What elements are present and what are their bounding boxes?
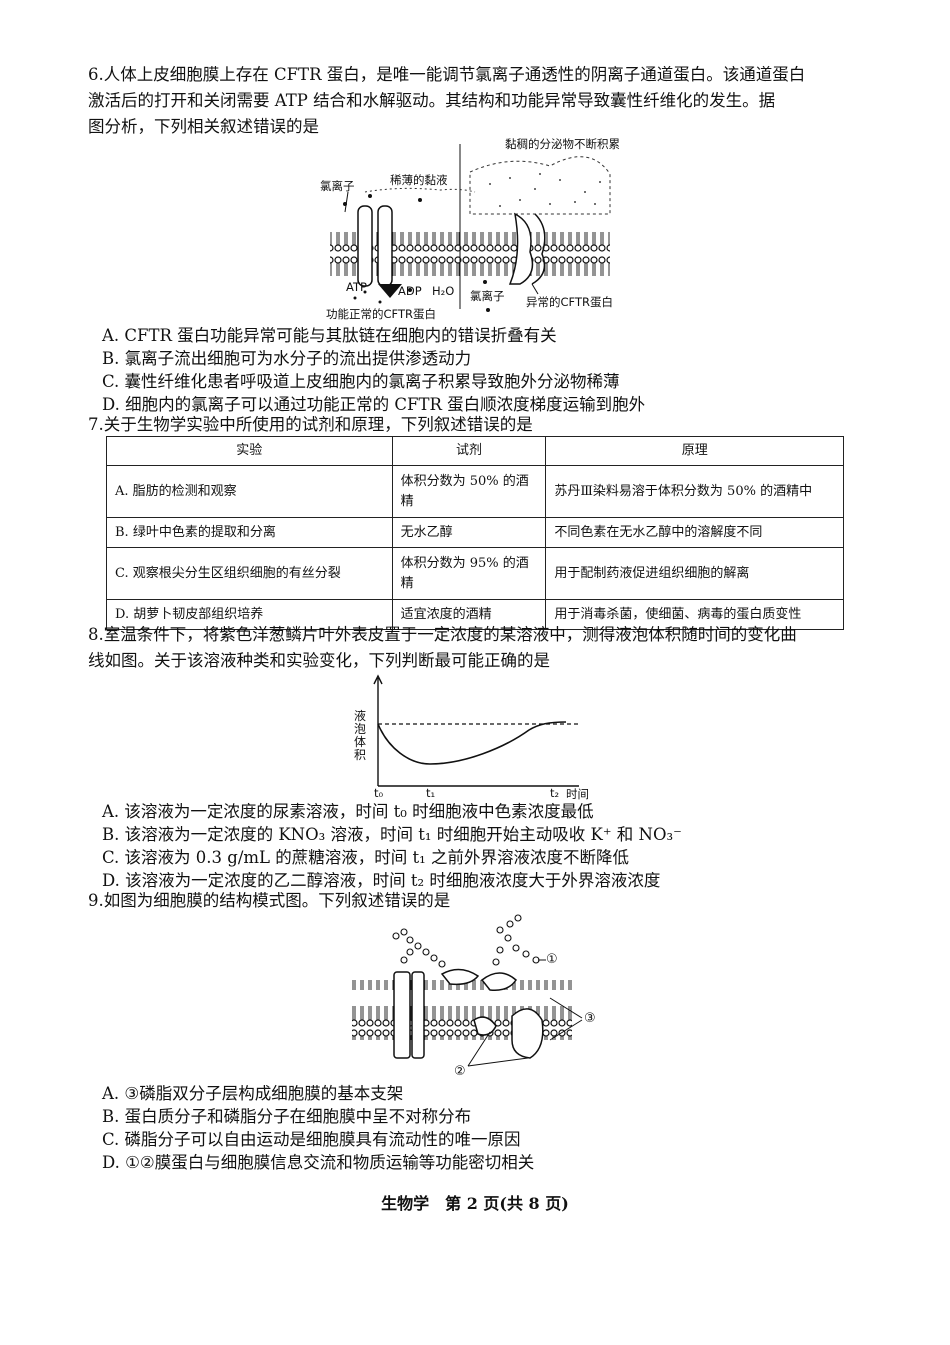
vacuole-volume-chart (373, 674, 579, 787)
label-chloride-top: 氯离子 (320, 179, 355, 193)
q6-figure: 黏稠的分泌物不断积累 稀薄的黏液 氯离子 ATP ADP H₂O 氯离子 功能正… (310, 134, 650, 324)
chart-xlabel: 时间 (566, 787, 589, 801)
table-row[interactable]: B. 绿叶中色素的提取和分离 无水乙醇 不同色素在无水乙醇中的溶解度不同 (106, 517, 844, 548)
q9-figure: ① ③ ② (350, 908, 610, 1082)
table-header-row: 实验 试剂 原理 (106, 436, 844, 466)
q8-option-c[interactable]: C. 该溶液为 0.3 g/mL 的蔗糖溶液，时间 t₁ 之前外界溶液浓度不断降… (102, 848, 629, 867)
marker-2: ② (454, 1064, 466, 1079)
q6-option-c[interactable]: C. 囊性纤维化患者呼吸道上皮细胞内的氯离子积累导致胞外分泌物稀薄 (102, 372, 620, 391)
tick-t1: t₁ (426, 786, 436, 800)
page-footer: 生物学 第 2 页(共 8 页) (381, 1194, 569, 1213)
cell-experiment: A. 脂肪的检测和观察 (106, 465, 393, 518)
volume-curve (377, 721, 567, 765)
q6-option-d[interactable]: D. 细胞内的氯离子可以通过功能正常的 CFTR 蛋白顺浓度梯度运输到胞外 (102, 395, 646, 414)
label-atp: ATP (346, 280, 367, 294)
cell-experiment: B. 绿叶中色素的提取和分离 (106, 517, 393, 548)
label-viscous-secretion: 黏稠的分泌物不断积累 (505, 137, 620, 151)
label-normal-cftr: 功能正常的CFTR蛋白 (326, 307, 436, 321)
cftr-diagram (330, 144, 611, 312)
cell-reagent: 体积分数为 50% 的酒精 (391, 465, 547, 518)
cell-reagent: 体积分数为 95% 的酒精 (391, 547, 547, 600)
q8-chart: 液泡体积 t₀ t₁ t₂ 时间 (354, 668, 614, 801)
cell-membrane-diagram (352, 914, 583, 1067)
q9-stem: 9.如图为细胞膜的结构模式图。下列叙述错误的是 (88, 891, 451, 910)
q9-option-c[interactable]: C. 磷脂分子可以自由运动是细胞膜具有流动性的唯一原因 (102, 1130, 521, 1149)
q9-option-a[interactable]: A. ③磷脂双分子层构成细胞膜的基本支架 (102, 1084, 404, 1103)
label-abnormal-cftr: 异常的CFTR蛋白 (526, 295, 613, 309)
cell-principle: 苏丹Ⅲ染料易溶于体积分数为 50% 的酒精中 (545, 465, 844, 518)
cell-experiment: C. 观察根尖分生区组织细胞的有丝分裂 (106, 547, 393, 600)
q6-option-b[interactable]: B. 氯离子流出细胞可为水分子的流出提供渗透动力 (102, 349, 472, 368)
chart-ylabel: 液泡体积 (354, 709, 367, 762)
label-thin-mucus: 稀薄的黏液 (390, 173, 448, 187)
header-reagent: 试剂 (391, 436, 547, 466)
cell-principle: 用于消毒杀菌，使细菌、病毒的蛋白质变性 (545, 599, 844, 630)
cell-reagent: 适宜浓度的酒精 (391, 599, 547, 630)
q6-stem-line1: 6.人体上皮细胞膜上存在 CFTR 蛋白，是唯一能调节氯离子通透性的阴离子通道蛋… (88, 65, 806, 84)
q8-option-b[interactable]: B. 该溶液为一定浓度的 KNO₃ 溶液，时间 t₁ 时细胞开始主动吸收 K⁺ … (102, 825, 682, 844)
header-principle: 原理 (545, 436, 844, 466)
q9-option-d[interactable]: D. ①②膜蛋白与细胞膜信息交流和物质运输等功能密切相关 (102, 1153, 535, 1172)
header-experiment: 实验 (106, 436, 393, 466)
table-row[interactable]: D. 胡萝卜韧皮部组织培养 适宜浓度的酒精 用于消毒杀菌，使细菌、病毒的蛋白质变… (106, 599, 844, 630)
marker-1: ① (546, 952, 558, 967)
q8-stem-line1: 8.室温条件下，将紫色洋葱鳞片叶外表皮置于一定浓度的某溶液中，测得液泡体积随时间… (88, 625, 797, 644)
q7-table: 实验 试剂 原理 A. 脂肪的检测和观察 体积分数为 50% 的酒精 苏丹Ⅲ染料… (106, 436, 844, 630)
q8-stem-line2: 线如图。关于该溶液种类和实验变化，下列判断最可能正确的是 (88, 651, 550, 670)
label-adp: ADP (398, 284, 422, 298)
cell-experiment: D. 胡萝卜韧皮部组织培养 (106, 599, 393, 630)
label-h2o: H₂O (432, 284, 455, 298)
table-row[interactable]: A. 脂肪的检测和观察 体积分数为 50% 的酒精 苏丹Ⅲ染料易溶于体积分数为 … (106, 465, 844, 518)
q7-stem: 7.关于生物学实验中所使用的试剂和原理，下列叙述错误的是 (88, 415, 533, 434)
q8-option-a[interactable]: A. 该溶液为一定浓度的尿素溶液，时间 t₀ 时细胞液中色素浓度最低 (102, 802, 594, 821)
q6-stem-line3: 图分析，下列相关叙述错误的是 (88, 117, 319, 136)
tick-t0: t₀ (374, 786, 384, 800)
cell-reagent: 无水乙醇 (391, 517, 547, 548)
cell-principle: 用于配制药液促进组织细胞的解离 (545, 547, 844, 600)
cell-principle: 不同色素在无水乙醇中的溶解度不同 (545, 517, 844, 548)
q8-option-d[interactable]: D. 该溶液为一定浓度的乙二醇溶液，时间 t₂ 时细胞液浓度大于外界溶液浓度 (102, 871, 661, 890)
table-row[interactable]: C. 观察根尖分生区组织细胞的有丝分裂 体积分数为 95% 的酒精 用于配制药液… (106, 547, 844, 600)
q6-option-a[interactable]: A. CFTR 蛋白功能异常可能与其肽链在细胞内的错误折叠有关 (102, 326, 557, 345)
tick-t2: t₂ (550, 786, 560, 800)
label-chloride-bottom: 氯离子 (470, 289, 505, 303)
q6-stem-line2: 激活后的打开和关闭需要 ATP 结合和水解驱动。其结构和功能异常导致囊性纤维化的… (88, 91, 776, 110)
marker-3: ③ (584, 1011, 596, 1026)
q9-option-b[interactable]: B. 蛋白质分子和磷脂分子在细胞膜中呈不对称分布 (102, 1107, 472, 1126)
